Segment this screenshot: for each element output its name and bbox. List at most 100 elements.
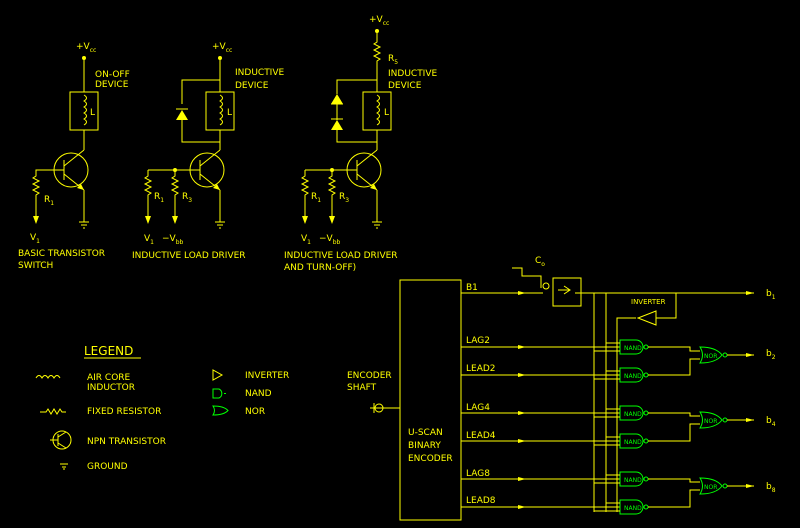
encoder-shaft-label-1: ENCODER: [347, 371, 392, 381]
c3-r1-label: R1: [311, 192, 321, 204]
output-b1: b1: [766, 289, 776, 301]
legend: LEGEND AIR CORE INDUCTOR FIXED RESISTOR …: [35, 344, 289, 472]
output-b4: b4: [766, 416, 776, 428]
c2-coil-label: L: [227, 108, 232, 118]
c2-diode-icon: [176, 110, 188, 120]
air-core-inductor-icon: [35, 375, 61, 379]
c1-device-label-1: ON-OFF: [95, 70, 130, 80]
c2-supply-label: +Vcc: [212, 42, 232, 54]
encoder-inverter-icon: [636, 310, 657, 326]
nor-gate-1: NOR: [699, 346, 754, 364]
nor-label: NOR: [704, 484, 717, 491]
c3-zener-diode-icon: [331, 94, 343, 104]
inverter-icon: [212, 369, 224, 381]
c3-ground-icon: [372, 221, 382, 229]
c3-vbb-label: −Vbb: [319, 234, 341, 246]
output-b2: b2: [766, 349, 776, 361]
latch-box: [552, 277, 582, 307]
line-label-lead2: LEAD2: [466, 364, 496, 374]
legend-inductor-label-1: AIR CORE: [87, 373, 131, 383]
nor-gate-2: NOR: [699, 411, 754, 429]
c2-resistor-r3: [170, 170, 180, 220]
c2-caption: INDUCTIVE LOAD DRIVER: [132, 251, 246, 261]
nand-label: NAND: [624, 439, 642, 446]
legend-title: LEGEND: [84, 344, 133, 358]
c3-v1-label: V1: [301, 234, 311, 246]
c2-wires: [181, 58, 221, 150]
c3-supply-label: +Vcc: [369, 15, 389, 27]
c3-caption-2: AND TURN-OFF): [284, 263, 356, 273]
c1-supply-label: +Vcc: [76, 42, 96, 54]
npn-transistor-icon: [50, 430, 72, 450]
c1-coil-label: L: [90, 108, 95, 118]
line-label-lead4: LEAD4: [466, 431, 496, 441]
fixed-resistor-icon: [40, 408, 66, 415]
nand-nor-gates: NAND NAND NOR NAND NAND NOR NAND NAND NOR: [594, 339, 754, 515]
line-label-lag2: LAG2: [466, 336, 490, 346]
c3-diode-icon: [331, 120, 343, 130]
ground-icon: [60, 463, 68, 470]
c1-ground-icon: [79, 221, 89, 229]
c2-v1-label: V1: [144, 234, 154, 246]
c1-caption-1: BASIC TRANSISTOR: [18, 249, 105, 259]
line-arrows: [518, 291, 526, 509]
c1-input-label: V1: [30, 233, 40, 245]
line-label-lag4: LAG4: [466, 403, 490, 413]
encoder-box-label-3: ENCODER: [408, 454, 453, 464]
output-b8: b8: [766, 482, 776, 494]
c3-coil-icon: [376, 94, 380, 126]
c1-device-label-2: DEVICE: [95, 80, 129, 90]
nand-label: NAND: [624, 477, 642, 484]
encoder-shaft-label-2: SHAFT: [347, 383, 377, 393]
nor-gate-3: NOR: [699, 477, 754, 495]
c2-r3-label: R3: [182, 192, 192, 204]
c3-resistor-r3: [327, 170, 337, 220]
nand-gate-2: NAND: [594, 358, 700, 383]
inverter-feedback-wire: [616, 293, 677, 512]
c3-coil-label: L: [384, 108, 389, 118]
c2-device-label-2: DEVICE: [235, 81, 269, 91]
legend-nor-label: NOR: [245, 407, 265, 417]
nand-label: NAND: [624, 345, 642, 352]
c2-ground-icon: [215, 221, 225, 229]
c2-coil-icon: [219, 94, 223, 126]
c2-r1-label: R1: [154, 192, 164, 204]
c3-r5-label: R5: [388, 54, 398, 66]
c1-input-arrow: [33, 216, 39, 224]
nand-label: NAND: [624, 505, 642, 512]
nand-label: NAND: [624, 411, 642, 418]
nand-gate-3: NAND: [594, 405, 700, 421]
legend-transistor-label: NPN TRANSISTOR: [87, 437, 166, 447]
nor-label: NOR: [704, 353, 717, 360]
c3-device-label-1: INDUCTIVE: [388, 69, 437, 79]
inductive-load-driver-circuit: +Vcc L INDUCTIVE DEVICE R1 R3 V1 −Vbb IN…: [132, 42, 284, 261]
legend-inverter-label: INVERTER: [245, 371, 289, 381]
basic-transistor-switch-circuit: +Vcc L ON-OFF DEVICE R1 V1 BASIC TRANSIS…: [18, 42, 130, 271]
encoder-box-label-2: BINARY: [408, 441, 441, 451]
legend-resistor-label: FIXED RESISTOR: [87, 407, 161, 417]
inverter-label: INVERTER: [631, 298, 666, 306]
line-label-lag8: LAG8: [466, 469, 490, 479]
nand-label: NAND: [624, 373, 642, 380]
c3-r3-label: R3: [339, 192, 349, 204]
legend-ground-label: GROUND: [87, 462, 128, 472]
nand-gate-6: NAND: [594, 489, 700, 515]
c2-vbb-label: −Vbb: [162, 234, 184, 246]
nand-icon: [212, 388, 226, 399]
c1-r1-label: R1: [44, 195, 54, 207]
clock-label: Co: [535, 256, 545, 268]
nand-gate-1: NAND: [594, 339, 700, 355]
nand-gate-5: NAND: [594, 471, 700, 487]
legend-inductor-label-2: INDUCTOR: [87, 383, 135, 393]
c3-device-box: [362, 91, 392, 131]
encoder-output-wires: [461, 292, 754, 508]
nor-icon: [212, 405, 229, 416]
c2-device-label-1: INDUCTIVE: [235, 68, 284, 78]
encoder-box-label-1: U-SCAN: [408, 428, 443, 438]
clock-wire: [512, 267, 542, 288]
legend-nand-label: NAND: [245, 389, 272, 399]
c3-caption-1: INDUCTIVE LOAD DRIVER: [284, 251, 398, 261]
c1-npn-transistor-icon: [50, 149, 89, 191]
c1-caption-2: SWITCH: [18, 261, 53, 271]
